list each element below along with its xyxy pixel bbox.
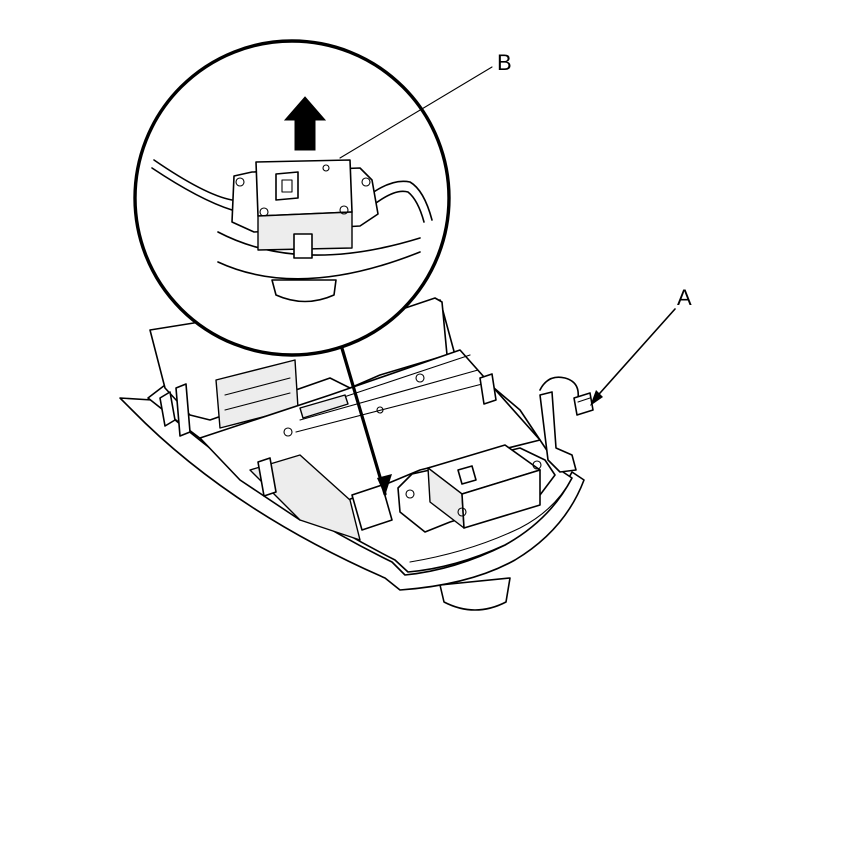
detail-wire-right-2 <box>371 190 425 223</box>
detail-knob <box>271 279 337 303</box>
front-lip <box>409 477 573 563</box>
rib-left <box>159 391 176 427</box>
detail-connector-latch <box>281 179 293 193</box>
rib-left-2 <box>175 383 191 437</box>
deck-hole-2 <box>415 373 425 383</box>
rib-mid <box>257 457 277 497</box>
side-bracket <box>539 391 577 473</box>
connector-clip <box>539 376 580 399</box>
leader-arrow-a <box>590 390 603 406</box>
connector-a-latch <box>577 397 591 403</box>
up-arrow-icon <box>283 96 327 151</box>
leader-line-a <box>591 308 676 403</box>
connector-a <box>573 392 594 416</box>
deck-connector <box>299 394 349 419</box>
callout-pointer <box>339 343 387 496</box>
detail-unit-front <box>257 211 353 251</box>
detail-screw-1 <box>259 207 269 217</box>
leader-line-b <box>339 66 493 159</box>
deck-hole-3 <box>376 406 384 414</box>
detail-unit-top <box>255 159 353 217</box>
detail-wire-right <box>367 180 433 221</box>
front-post <box>351 484 393 531</box>
detail-connector <box>275 171 299 201</box>
detail-wire-left-2 <box>153 159 233 201</box>
callout-pointer-head <box>377 474 392 496</box>
housing-knob <box>439 577 511 611</box>
detail-rim <box>217 251 421 280</box>
label-b: B <box>497 50 512 75</box>
detail-screw-3 <box>235 177 245 187</box>
unit-tab <box>457 465 477 485</box>
detail-screw-4 <box>361 177 371 187</box>
unit-body-side <box>461 469 541 529</box>
detail-wire-left <box>151 167 233 211</box>
front-recess <box>249 454 361 541</box>
rib-right <box>479 373 497 405</box>
unit-screw-1 <box>405 489 415 499</box>
deck-hole-1 <box>283 427 293 437</box>
housing-assembly <box>119 297 594 611</box>
detail-view <box>133 39 451 357</box>
detail-screw-2 <box>339 205 349 215</box>
label-a: A <box>677 285 692 310</box>
unit-screw-3 <box>532 460 542 470</box>
rear-wall-slot <box>224 377 291 411</box>
unit-screw-2 <box>457 507 467 517</box>
detail-unit-tab <box>293 233 313 259</box>
detail-screw-5 <box>322 164 330 172</box>
